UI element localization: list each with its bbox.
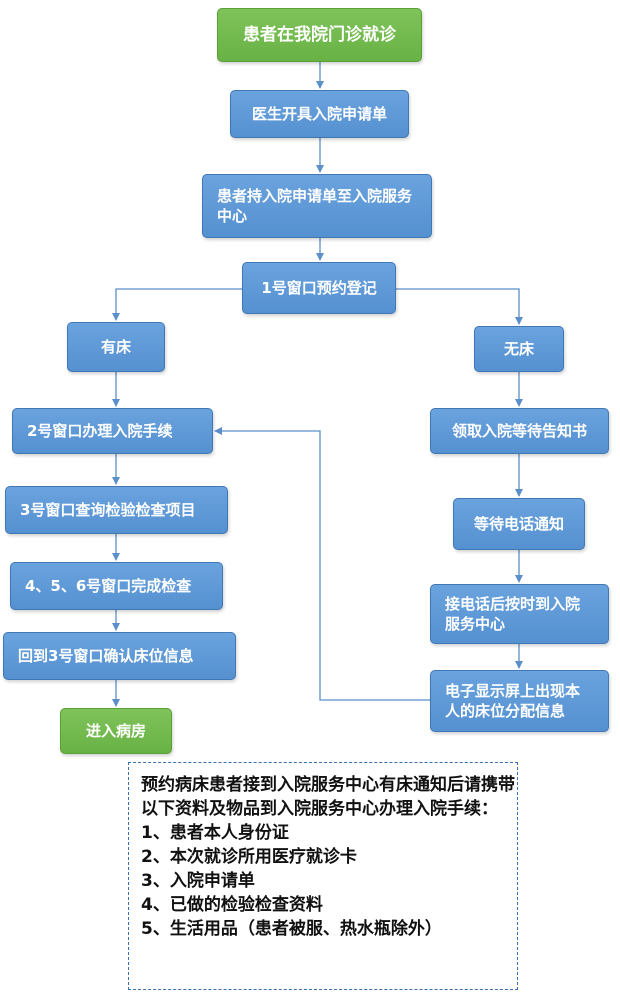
note-list: 1、患者本人身份证 2、本次就诊所用医疗就诊卡 3、入院申请单 4、已做的检验检… <box>141 821 517 941</box>
admission-note: 预约病床患者接到入院服务中心有床通知后请携带以下资料及物品到入院服务中心办理入院… <box>128 762 518 990</box>
node-no-bed: 无床 <box>474 326 564 372</box>
node-ward: 进入病房 <box>60 708 172 754</box>
note-item: 3、入院申请单 <box>141 871 255 891</box>
node-after-call: 接电话后按时到入院服务中心 <box>430 584 609 644</box>
note-item: 5、生活用品（患者被服、热水瓶除外） <box>141 919 442 939</box>
note-item: 2、本次就诊所用医疗就诊卡 <box>141 847 357 867</box>
node-start: 患者在我院门诊就诊 <box>217 8 422 62</box>
node-service-center: 患者持入院申请单至入院服务中心 <box>202 174 432 238</box>
note-intro: 预约病床患者接到入院服务中心有床通知后请携带以下资料及物品到入院服务中心办理入院… <box>141 775 515 819</box>
arrow-screen-to-window2 <box>214 427 430 701</box>
node-doctor: 医生开具入院申请单 <box>230 90 409 138</box>
arrow-window1-to-no-bed <box>396 288 523 325</box>
node-back-window3: 回到3号窗口确认床位信息 <box>3 632 236 680</box>
node-window2: 2号窗口办理入院手续 <box>12 408 213 454</box>
node-window1: 1号窗口预约登记 <box>242 262 396 314</box>
node-has-bed: 有床 <box>67 322 165 372</box>
note-item: 1、患者本人身份证 <box>141 823 289 843</box>
node-wait-call: 等待电话通知 <box>453 498 585 550</box>
node-window456: 4、5、6号窗口完成检查 <box>10 562 223 610</box>
arrow-window1-to-has-bed <box>112 288 242 321</box>
node-waiting-notice: 领取入院等待告知书 <box>430 408 609 454</box>
node-window3: 3号窗口查询检验检查项目 <box>5 486 228 534</box>
node-screen-info: 电子显示屏上出现本人的床位分配信息 <box>430 670 609 732</box>
note-item: 4、已做的检验检查资料 <box>141 895 323 915</box>
